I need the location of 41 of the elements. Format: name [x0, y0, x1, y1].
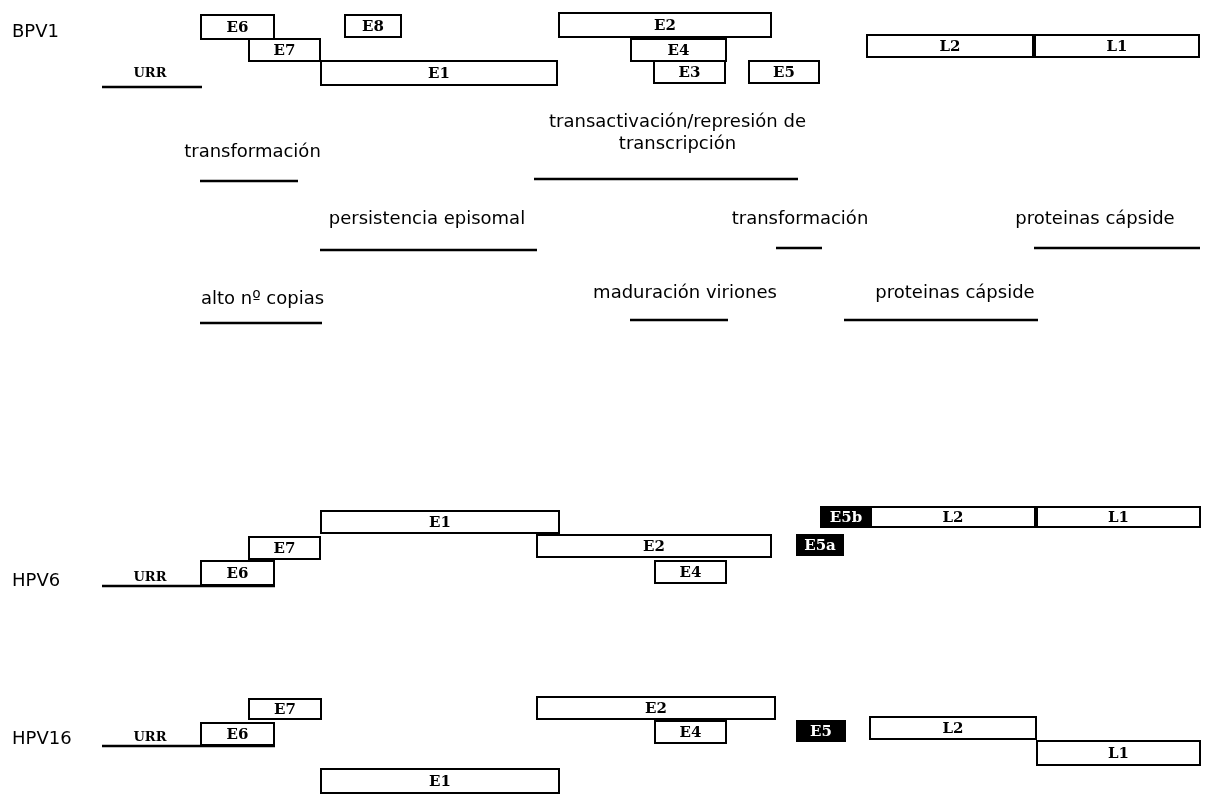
genome-name: HPV16 [12, 727, 73, 749]
gene-box: E1 [320, 768, 560, 794]
region-label: URR [132, 64, 168, 82]
gene-box: E8 [344, 14, 402, 38]
gene-box: E4 [654, 720, 727, 744]
gene-box: E7 [248, 536, 321, 560]
region-label: URR [132, 728, 168, 746]
gene-box: E1 [320, 60, 558, 86]
gene-box: E5 [796, 720, 846, 742]
gene-box: L2 [866, 34, 1034, 58]
gene-box: L2 [870, 506, 1036, 528]
gene-box: E7 [248, 698, 322, 720]
genome-name: BPV1 [12, 20, 60, 42]
gene-box: E6 [200, 14, 275, 40]
gene-box: E5 [748, 60, 820, 84]
function-label: transformación [730, 207, 870, 229]
gene-box: E2 [536, 696, 776, 720]
function-label: alto nº copias [199, 287, 326, 309]
gene-box: L2 [869, 716, 1037, 740]
gene-box: E5b [820, 506, 872, 528]
gene-box: L1 [1034, 34, 1200, 58]
gene-box: L1 [1036, 740, 1201, 766]
gene-box: E6 [200, 722, 275, 746]
function-label: transactivación/represión de transcripción [548, 110, 807, 154]
genome-name: HPV6 [12, 569, 62, 591]
gene-box: L1 [1036, 506, 1201, 528]
gene-box: E6 [200, 560, 275, 586]
gene-box: E4 [630, 38, 727, 62]
region-label: URR [132, 568, 168, 586]
gene-box: E5a [796, 534, 844, 556]
function-label: proteinas cápside [874, 281, 1036, 303]
function-label: transformación [183, 140, 322, 162]
gene-box: E4 [654, 560, 727, 584]
gene-box: E3 [653, 60, 726, 84]
gene-box: E2 [536, 534, 772, 558]
gene-box: E7 [248, 38, 321, 62]
function-label: proteinas cápside [1014, 207, 1176, 229]
function-label: persistencia episomal [327, 207, 527, 229]
gene-box: E2 [558, 12, 772, 38]
function-label: maduración viriones [592, 281, 778, 303]
gene-box: E1 [320, 510, 560, 534]
